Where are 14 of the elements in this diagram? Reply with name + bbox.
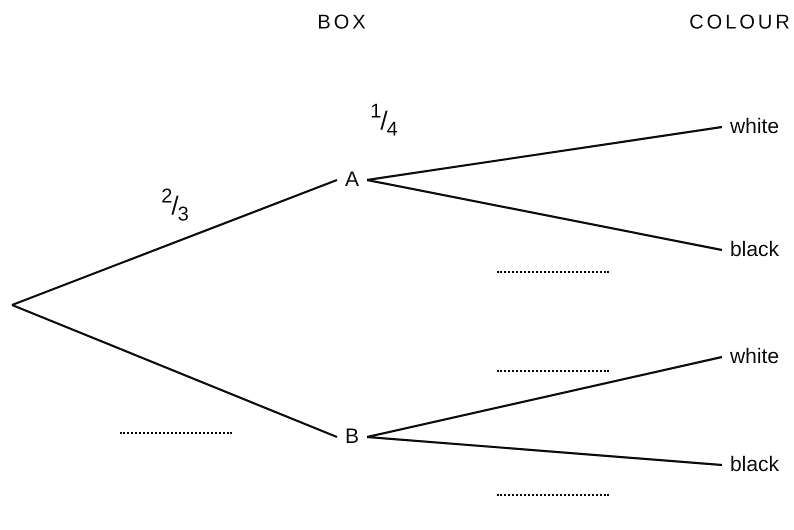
branch-line xyxy=(12,304,338,438)
node-label: B xyxy=(343,425,361,449)
node-label: black xyxy=(728,238,782,262)
node-label: white xyxy=(728,115,782,139)
column-heading: BOX xyxy=(317,12,369,34)
column-heading: COLOUR xyxy=(689,12,793,34)
node-label: black xyxy=(728,453,782,477)
branch-line xyxy=(366,356,722,438)
node-label: white xyxy=(728,345,782,369)
branch-line xyxy=(366,178,722,252)
node-label: A xyxy=(343,168,361,192)
branch-line xyxy=(12,178,338,306)
branch-line xyxy=(366,126,722,182)
branch-line xyxy=(366,436,722,466)
